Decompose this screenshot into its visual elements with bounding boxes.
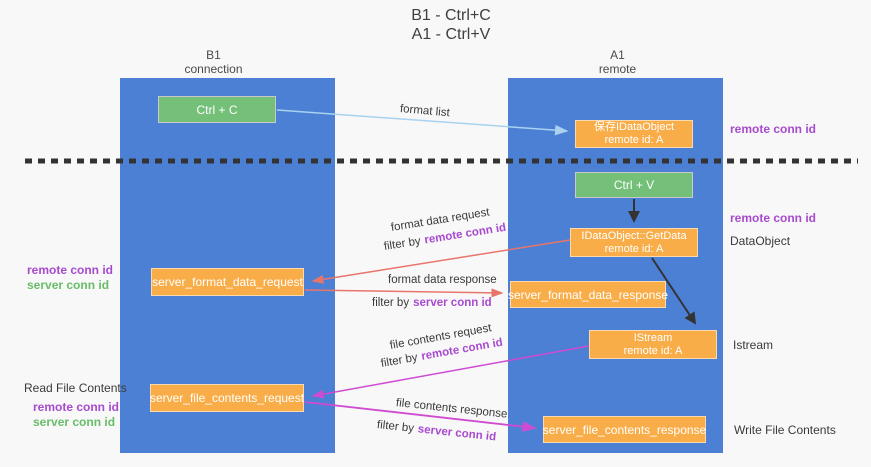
- annotation-write-file-contents: Write File Contents: [734, 423, 836, 437]
- ctrl-c-label: Ctrl + C: [196, 102, 238, 117]
- server-file-contents-request-label: server_file_contents_request: [149, 391, 305, 405]
- column-a1-name: A1: [610, 48, 625, 62]
- annotation-remote-conn-id-right-2: remote conn id: [730, 211, 817, 225]
- getdata-line2: remote id: A: [604, 242, 664, 255]
- filter-key-server-conn-id: server conn id: [413, 297, 492, 309]
- server-file-contents-response-box: server_file_contents_response: [543, 416, 706, 443]
- filter-prefix: filter by: [372, 297, 410, 309]
- column-a1-subtitle: remote: [598, 62, 637, 76]
- column-header-b1: B1 connection: [106, 48, 321, 76]
- server-file-contents-request-box: server_file_contents_request: [150, 384, 304, 412]
- server-file-contents-response-label: server_file_contents_response: [542, 422, 707, 437]
- ctrl-v-label: Ctrl + V: [613, 178, 655, 192]
- file-contents-response-label: file contents response: [395, 397, 508, 421]
- istream-box: IStream remote id: A: [589, 330, 717, 359]
- column-b1-name: B1: [206, 48, 221, 62]
- annotation-read-file-contents: Read File Contents: [24, 381, 127, 395]
- diagram-title: B1 - Ctrl+C A1 - Ctrl+V: [31, 6, 871, 44]
- ctrl-c-box: Ctrl + C: [158, 96, 276, 123]
- column-header-a1: A1 remote: [510, 48, 725, 76]
- ctrl-v-box: Ctrl + V: [575, 172, 693, 198]
- annotation-istream: Istream: [733, 338, 774, 352]
- annotation-server-conn-id-left-1: server conn id: [27, 278, 110, 292]
- server-format-data-request-box: server_format_data_request: [151, 268, 304, 296]
- annotation-dataobject: DataObject: [730, 234, 791, 248]
- format-list-label: format list: [399, 103, 451, 120]
- annotation-remote-conn-id-right-1: remote conn id: [730, 122, 817, 136]
- save-idataobject-line1: 保存IDataObject: [593, 121, 675, 133]
- server-format-data-request-label: server_format_data_request: [152, 275, 303, 289]
- filter-key-server-conn-id: server conn id: [417, 423, 497, 444]
- annotation-remote-conn-id-left-2: remote conn id: [33, 400, 120, 414]
- istream-line2: remote id: A: [623, 344, 683, 357]
- filter-prefix: filter by: [379, 351, 419, 370]
- title-line-2: A1 - Ctrl+V: [411, 26, 491, 43]
- getdata-line1: IDataObject::GetData: [581, 229, 687, 242]
- istream-line1: IStream: [633, 331, 673, 344]
- server-format-data-response-box: server_format_data_response: [507, 281, 669, 308]
- server-format-data-response-label: server_format_data_response: [507, 287, 669, 302]
- format-data-response-label: format data response: [388, 274, 497, 286]
- save-idataobject-box: 保存IDataObject remote id: A: [575, 120, 693, 148]
- title-line-1: B1 - Ctrl+C: [411, 7, 491, 24]
- save-idataobject-line2: remote id: A: [604, 134, 664, 146]
- filter-prefix: filter by: [376, 419, 415, 435]
- annotation-server-conn-id-left-2: server conn id: [33, 415, 116, 429]
- column-b1-subtitle: connection: [184, 62, 243, 76]
- idataobject-getdata-box: IDataObject::GetData remote id: A: [570, 228, 698, 257]
- filter-prefix: filter by: [383, 235, 422, 253]
- annotation-remote-conn-id-left-1: remote conn id: [27, 263, 114, 277]
